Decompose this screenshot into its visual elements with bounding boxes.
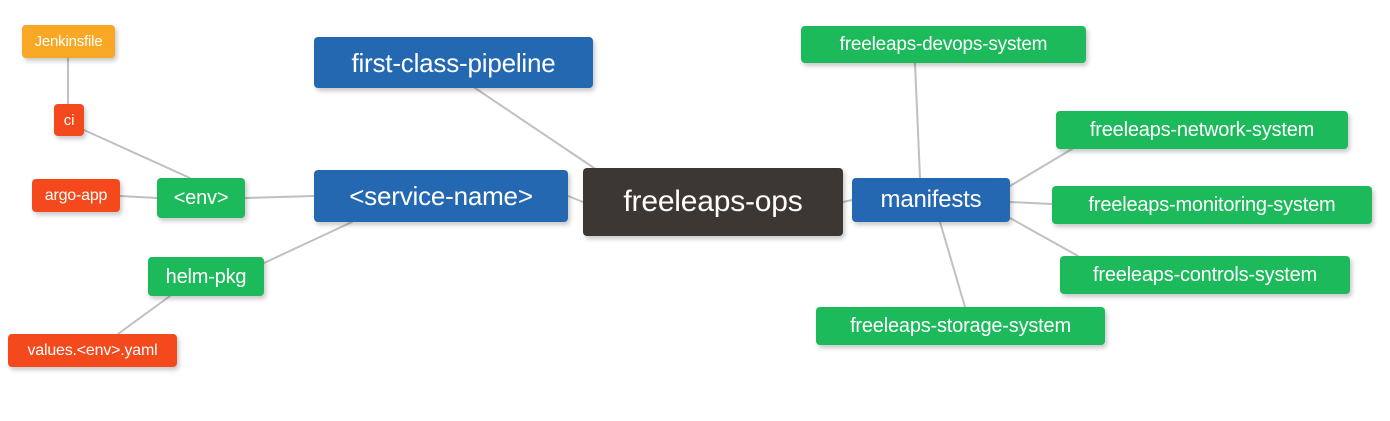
node-freeleaps-storage-system[interactable]: freeleaps-storage-system — [816, 307, 1105, 345]
node-manifests[interactable]: manifests — [852, 178, 1010, 222]
edge-freeleaps-ops-to-service-name — [567, 195, 584, 203]
edge-manifests-to-freeleaps-monitoring-system — [1009, 201, 1053, 205]
node-freeleaps-monitoring-system[interactable]: freeleaps-monitoring-system — [1052, 186, 1372, 224]
edge-manifests-to-freeleaps-storage-system — [939, 221, 966, 308]
edge-freeleaps-ops-to-first-class-pipeline — [474, 87, 601, 173]
edge-manifests-to-freeleaps-devops-system — [914, 62, 921, 179]
node-argo-app[interactable]: argo-app — [32, 179, 120, 212]
node-helm-pkg[interactable]: helm-pkg — [148, 257, 264, 296]
edge-service-name-to-env — [244, 195, 315, 199]
edge-helm-pkg-to-values-env-yaml — [117, 295, 171, 335]
node-first-class-pipeline[interactable]: first-class-pipeline — [314, 37, 593, 88]
node-freeleaps-devops-system[interactable]: freeleaps-devops-system — [801, 26, 1086, 63]
node-freeleaps-network-system[interactable]: freeleaps-network-system — [1056, 111, 1348, 149]
node-service-name[interactable]: <service-name> — [314, 170, 568, 222]
node-Jenkinsfile[interactable]: Jenkinsfile — [22, 25, 115, 58]
node-ci[interactable]: ci — [54, 104, 84, 136]
edge-manifests-to-freeleaps-network-system — [1009, 148, 1073, 187]
edge-env-to-ci — [83, 129, 191, 179]
node-env[interactable]: <env> — [157, 178, 245, 218]
node-freeleaps-ops[interactable]: freeleaps-ops — [583, 168, 843, 236]
edge-freeleaps-ops-to-manifests — [842, 199, 853, 203]
edge-service-name-to-helm-pkg — [263, 221, 353, 264]
node-values-env-yaml[interactable]: values.<env>.yaml — [8, 334, 177, 367]
node-freeleaps-controls-system[interactable]: freeleaps-controls-system — [1060, 256, 1350, 294]
edge-env-to-argo-app — [119, 195, 158, 199]
